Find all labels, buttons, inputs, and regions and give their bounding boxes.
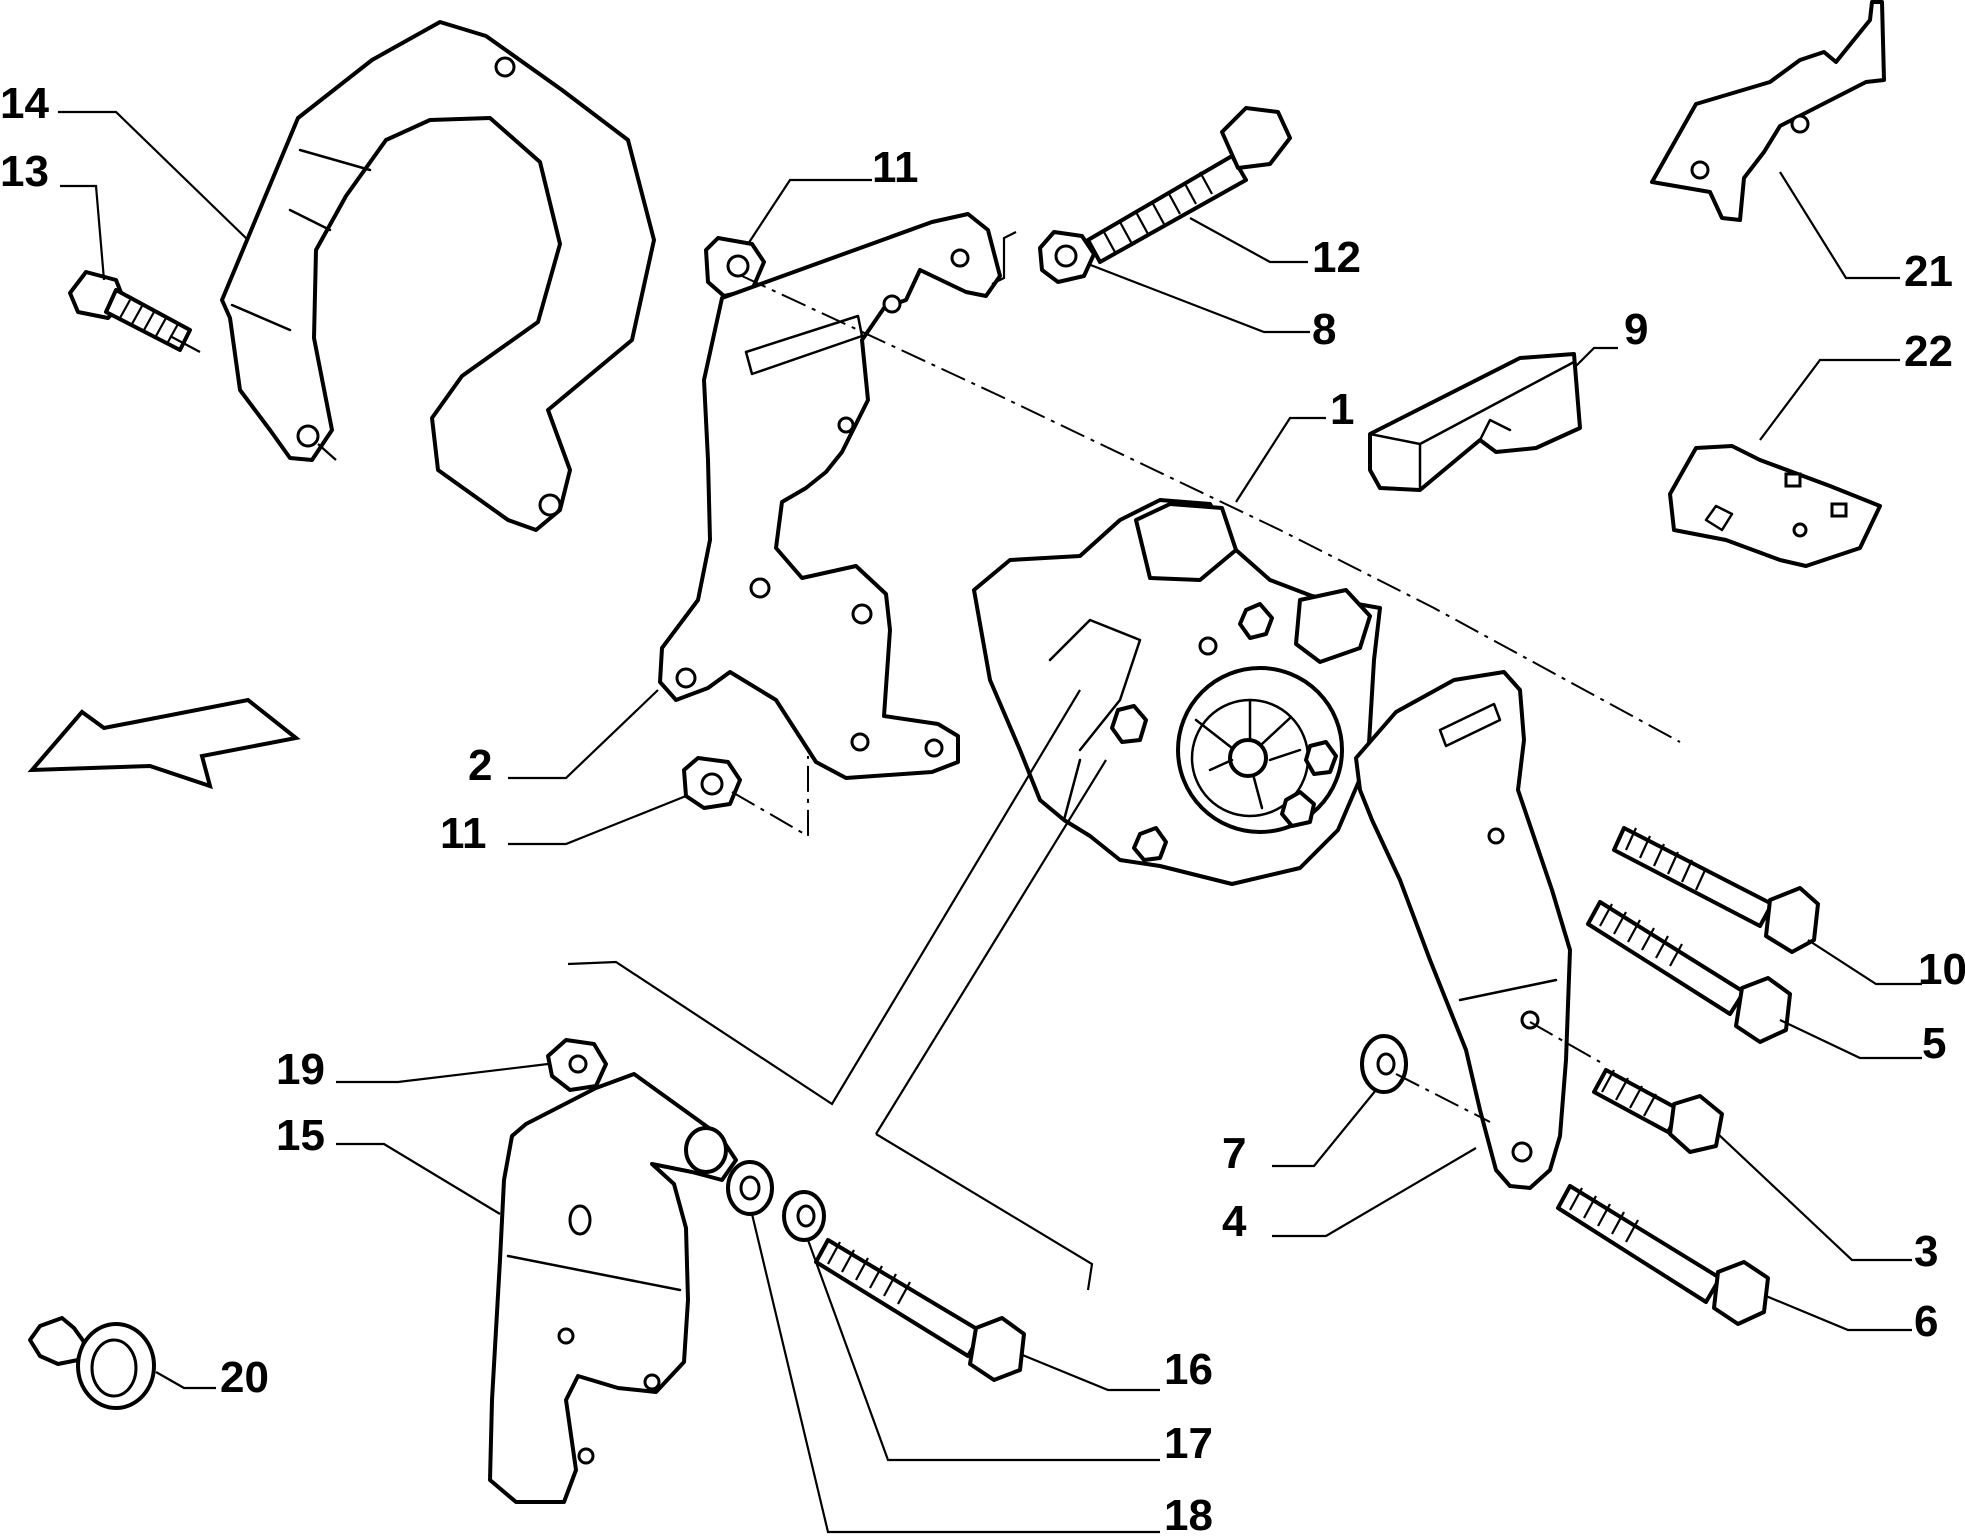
leader-22: [1759, 358, 1900, 441]
callout-12: 12: [1312, 233, 1361, 282]
assembly-line-bracket4-b: [1529, 1021, 1601, 1063]
leader-13: [60, 184, 106, 281]
assembly-line-bracket4: [1395, 1073, 1491, 1123]
callout-22: 22: [1904, 327, 1953, 376]
assembly-line-14: [169, 335, 337, 461]
part-12-bolt: [1086, 106, 1292, 264]
leader-19: [336, 1062, 549, 1084]
leader-14: [58, 110, 249, 241]
callout-21: 21: [1904, 247, 1953, 296]
part-15-bracket: [488, 1072, 738, 1504]
direction-arrow: [27, 697, 301, 790]
part-1-pump: [972, 498, 1382, 886]
leader-9: [1573, 346, 1618, 369]
callout-10: 10: [1918, 945, 1965, 994]
assembly-line-pump-long: [567, 689, 1081, 1106]
assembly-line-pump-long-b: [875, 759, 1107, 1135]
part-17-washer: [782, 1190, 826, 1242]
leader-20: [155, 1371, 216, 1390]
callout-8: 8: [1312, 305, 1336, 354]
callout-11-lower: 11: [440, 809, 487, 858]
callout-3: 3: [1914, 1227, 1938, 1276]
leader-2: [508, 689, 659, 780]
callout-6: 6: [1914, 1297, 1938, 1346]
leader-3: [1717, 1133, 1912, 1262]
part-8-nut: [1038, 230, 1096, 284]
leader-1: [1235, 416, 1326, 503]
part-22-bracket: [1668, 444, 1882, 568]
part-11-nut-lower: [682, 756, 742, 810]
part-3-bolt: [1592, 1068, 1724, 1154]
part-21-bracket: [1650, 0, 1886, 222]
part-16-bolt: [814, 1238, 1026, 1382]
assembly-line-upper: [741, 275, 1681, 743]
leader-11b: [508, 794, 687, 846]
leader-8: [1087, 262, 1310, 334]
part-6-bolt: [1556, 1184, 1770, 1326]
leader-5: [1779, 1019, 1922, 1060]
callout-1: 1: [1330, 385, 1354, 434]
part-5-bolt: [1586, 900, 1792, 1044]
leader-12: [1189, 217, 1308, 264]
part-13-bolt: [68, 270, 192, 352]
part-20-clamp: [28, 1316, 156, 1410]
part-14-bracket: [220, 20, 656, 532]
part-18-washer: [726, 1160, 774, 1216]
callout-17: 17: [1164, 1419, 1213, 1468]
callout-19: 19: [276, 1045, 325, 1094]
leader-16: [1019, 1352, 1160, 1392]
part-9-block: [1368, 352, 1582, 492]
assembly-line-12: [991, 231, 1017, 285]
leader-17: [806, 1239, 1160, 1462]
callout-16: 16: [1164, 1345, 1213, 1394]
part-19-nut: [546, 1038, 608, 1092]
leader-6: [1765, 1294, 1912, 1332]
callout-5: 5: [1922, 1019, 1946, 1068]
callout-15: 15: [276, 1111, 325, 1160]
part-4-bracket: [1354, 670, 1572, 1190]
assembly-line-pump-long-c: [875, 1133, 1094, 1291]
part-2-plate: [658, 212, 1002, 780]
leader-18: [750, 1213, 1160, 1534]
callout-2: 2: [468, 741, 492, 790]
leader-21: [1779, 171, 1900, 280]
callout-20: 20: [220, 1353, 269, 1402]
leader-10: [1807, 939, 1922, 986]
leader-15: [336, 1142, 501, 1215]
leader-7: [1272, 1089, 1377, 1168]
callout-9: 9: [1624, 305, 1648, 354]
leader-4: [1272, 1147, 1477, 1238]
callout-4: 4: [1222, 1197, 1247, 1246]
leader-11a: [747, 178, 872, 245]
callout-13: 13: [0, 147, 49, 196]
callout-7: 7: [1222, 1129, 1246, 1178]
assembly-line-nut11: [731, 756, 809, 838]
callout-14: 14: [0, 79, 49, 128]
callout-11-upper: 11: [872, 143, 919, 192]
part-11-nut-upper: [704, 236, 766, 298]
part-7-washer: [1360, 1034, 1408, 1094]
callout-18: 18: [1164, 1491, 1213, 1537]
part-10-bolt: [1612, 826, 1820, 954]
